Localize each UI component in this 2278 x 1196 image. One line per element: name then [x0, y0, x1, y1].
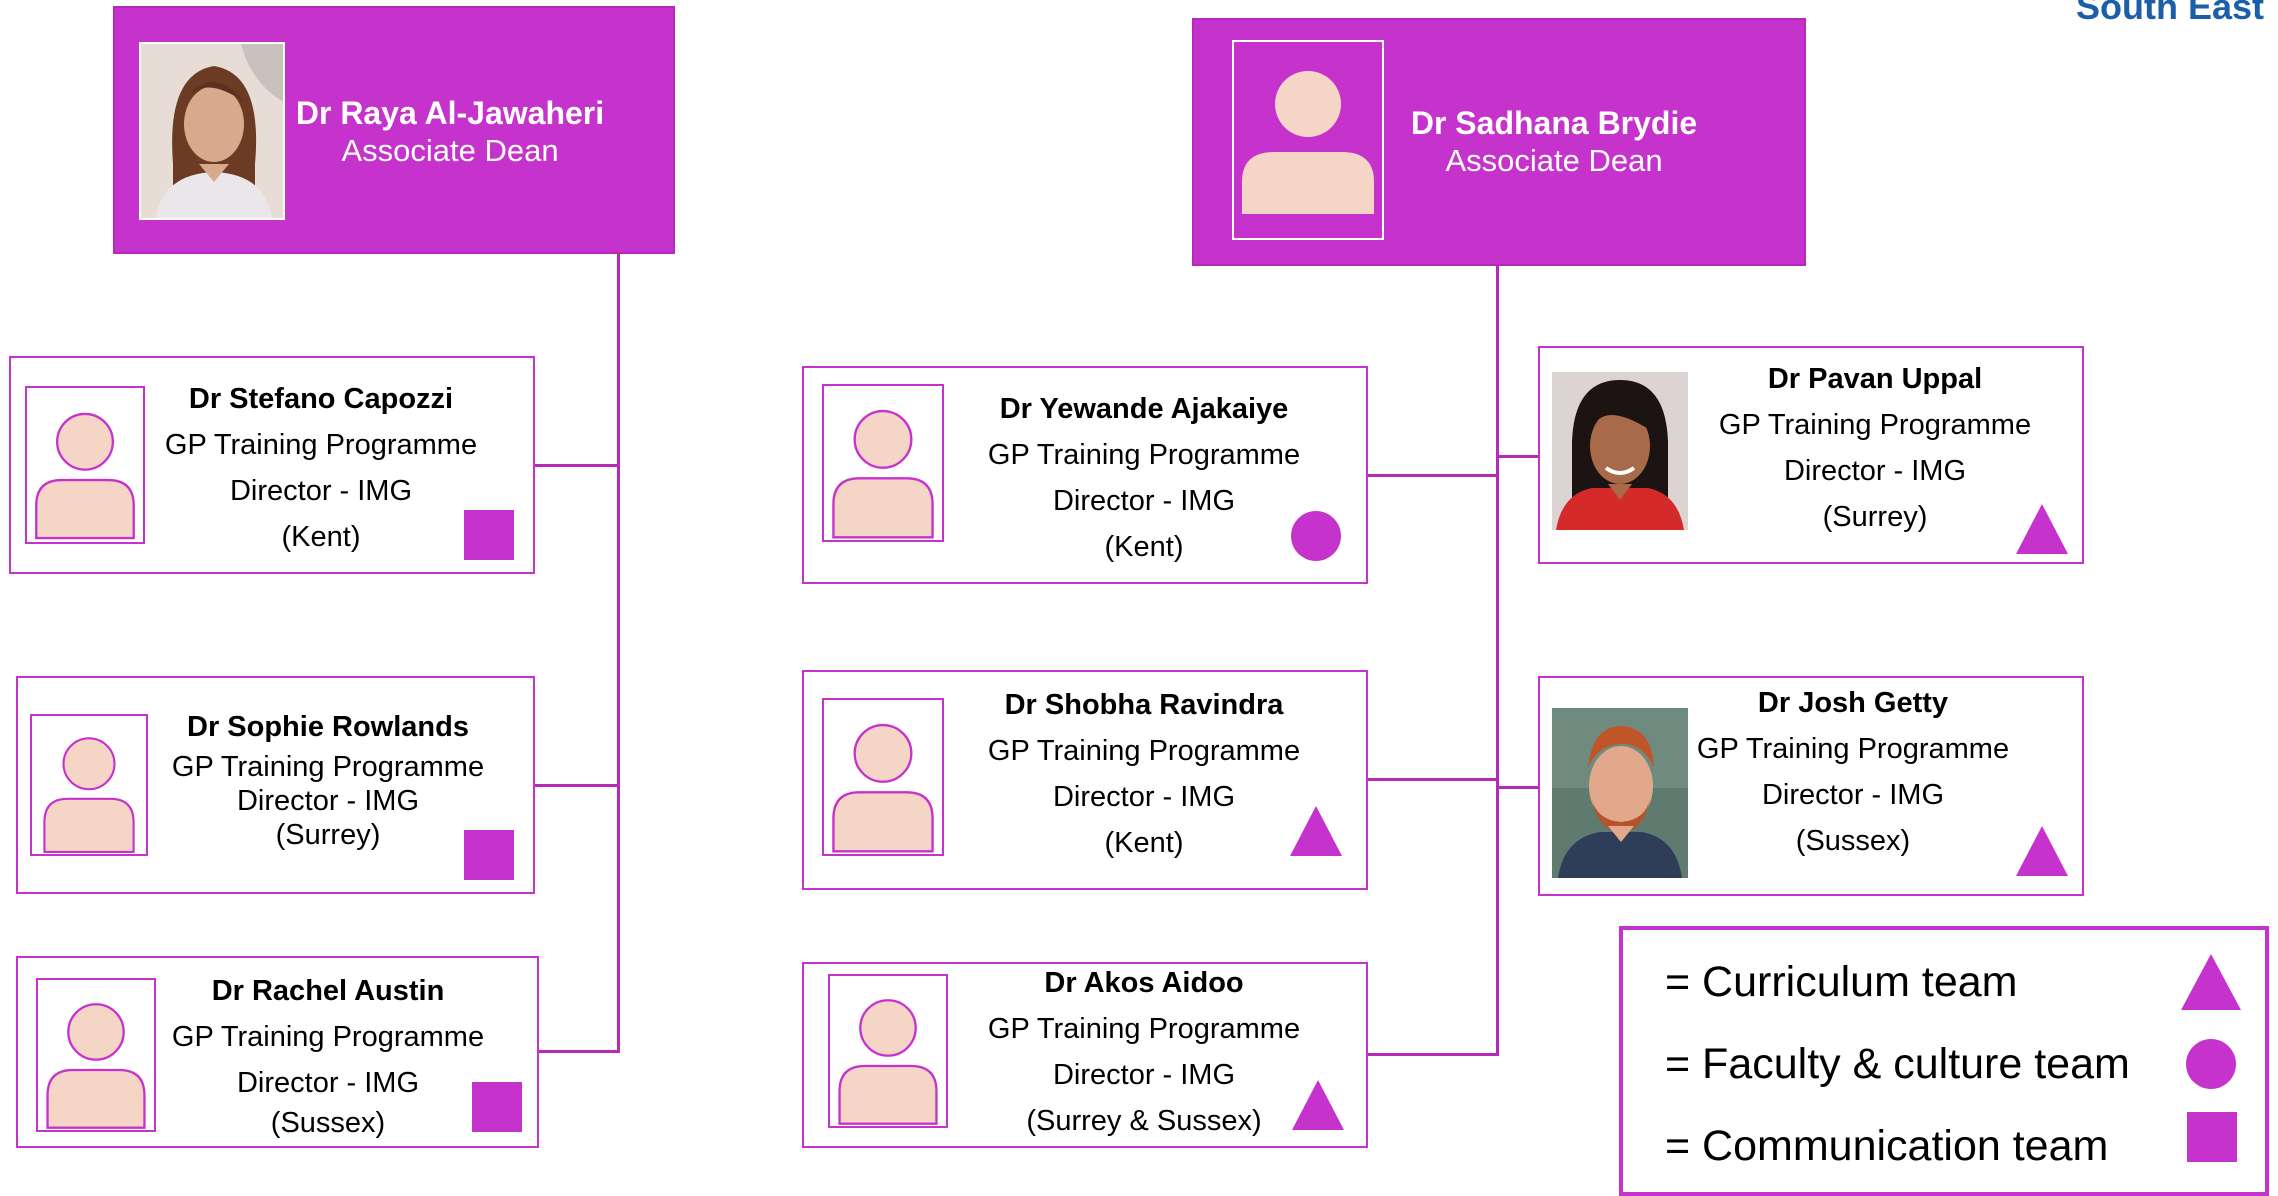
- director-title-2: Director - IMG: [1761, 779, 1945, 811]
- circle-icon: [2186, 1039, 2236, 1089]
- dean-role: Associate Dean: [1445, 143, 1663, 178]
- legend: = Curriculum team = Faculty & culture te…: [1619, 926, 2269, 1196]
- director-area: (Kent): [1104, 531, 1184, 563]
- director-name: Dr Akos Aidoo: [1044, 967, 1244, 999]
- director-area: (Sussex): [270, 1107, 386, 1139]
- director-title: GP Training Programme: [171, 1021, 485, 1053]
- director-card-akos: Dr Akos Aidoo GP Training Programme Dire…: [802, 962, 1368, 1148]
- director-card-pavan: Dr Pavan Uppal GP Training Programme Dir…: [1538, 346, 2084, 564]
- connector-mid-3: [1366, 1053, 1498, 1056]
- triangle-icon: [2016, 504, 2068, 554]
- connector-right-2: [1496, 786, 1539, 789]
- square-icon: [464, 510, 514, 560]
- connector-mid-1: [1366, 474, 1498, 477]
- photo-man-icon: [1552, 708, 1688, 878]
- legend-faculty-label: = Faculty & culture team: [1665, 1040, 2130, 1088]
- legend-communication-label: = Communication team: [1665, 1122, 2109, 1170]
- director-card-rachel: Dr Rachel Austin GP Training Programme D…: [16, 956, 539, 1148]
- director-title: GP Training Programme: [987, 735, 1301, 767]
- director-title-2: Director - IMG: [236, 785, 420, 817]
- connector-right-1: [1496, 455, 1539, 458]
- director-card-stefano: Dr Stefano Capozzi GP Training Programme…: [9, 356, 535, 574]
- director-area: (Kent): [281, 521, 361, 553]
- director-title-2: Director - IMG: [1052, 1059, 1236, 1091]
- dean-name: Dr Raya Al-Jawaheri: [295, 95, 605, 131]
- director-title: GP Training Programme: [164, 429, 478, 461]
- triangle-icon: [2181, 954, 2241, 1010]
- director-title: GP Training Programme: [1696, 733, 2010, 765]
- director-name: Dr Stefano Capozzi: [188, 383, 454, 415]
- photo-woman-icon: [1552, 372, 1688, 530]
- triangle-icon: [1292, 1080, 1344, 1130]
- director-area: (Surrey & Sussex): [1026, 1105, 1262, 1137]
- person-placeholder-icon: [30, 714, 148, 856]
- person-placeholder-icon: [822, 384, 944, 542]
- director-title: GP Training Programme: [987, 1013, 1301, 1045]
- connector-left-2: [534, 784, 620, 787]
- dean-card-sadhana: Dr Sadhana Brydie Associate Dean: [1192, 18, 1806, 266]
- director-card-shobha: Dr Shobha Ravindra GP Training Programme…: [802, 670, 1368, 890]
- photo-woman-icon: [139, 42, 285, 220]
- square-icon: [472, 1082, 522, 1132]
- director-name: Dr Rachel Austin: [211, 975, 445, 1007]
- director-title-2: Director - IMG: [229, 475, 413, 507]
- person-placeholder-icon: [36, 978, 156, 1132]
- director-title-2: Director - IMG: [236, 1067, 420, 1099]
- connector-mid-2: [1366, 778, 1498, 781]
- connector-right-vertical: [1496, 266, 1499, 1056]
- director-title-2: Director - IMG: [1052, 781, 1236, 813]
- director-title: GP Training Programme: [1718, 409, 2032, 441]
- director-area: (Sussex): [1795, 825, 1911, 857]
- director-card-yewande: Dr Yewande Ajakaiye GP Training Programm…: [802, 366, 1368, 584]
- triangle-icon: [1290, 806, 1342, 856]
- director-title-2: Director - IMG: [1783, 455, 1967, 487]
- triangle-icon: [2016, 826, 2068, 876]
- connector-left-vertical: [617, 252, 620, 1052]
- director-name: Dr Yewande Ajakaiye: [999, 393, 1289, 425]
- dean-role: Associate Dean: [341, 133, 559, 168]
- director-area: (Surrey): [1822, 501, 1928, 533]
- director-name: Dr Sophie Rowlands: [187, 711, 469, 743]
- dean-card-raya: Dr Raya Al-Jawaheri Associate Dean: [113, 6, 675, 254]
- connector-left-3: [537, 1050, 620, 1053]
- director-title-2: Director - IMG: [1052, 485, 1236, 517]
- circle-icon: [1291, 511, 1341, 561]
- director-area: (Surrey): [275, 819, 381, 851]
- person-placeholder-icon: [822, 698, 944, 856]
- director-card-sophie: Dr Sophie Rowlands GP Training Programme…: [16, 676, 535, 894]
- director-title: GP Training Programme: [171, 751, 485, 783]
- square-icon: [2187, 1112, 2237, 1162]
- director-name: Dr Pavan Uppal: [1767, 363, 1983, 395]
- person-placeholder-icon: [1232, 40, 1384, 240]
- dean-name: Dr Sadhana Brydie: [1410, 105, 1698, 141]
- director-title: GP Training Programme: [987, 439, 1301, 471]
- legend-curriculum-label: = Curriculum team: [1665, 958, 2018, 1006]
- director-card-josh: Dr Josh Getty GP Training Programme Dire…: [1538, 676, 2084, 896]
- person-placeholder-icon: [828, 974, 948, 1128]
- connector-left-1: [534, 464, 620, 467]
- director-name: Dr Shobha Ravindra: [1004, 689, 1284, 721]
- square-icon: [464, 830, 514, 880]
- director-name: Dr Josh Getty: [1757, 687, 1949, 719]
- region-label: South East: [2075, 0, 2264, 27]
- person-placeholder-icon: [25, 386, 145, 544]
- director-area: (Kent): [1104, 827, 1184, 859]
